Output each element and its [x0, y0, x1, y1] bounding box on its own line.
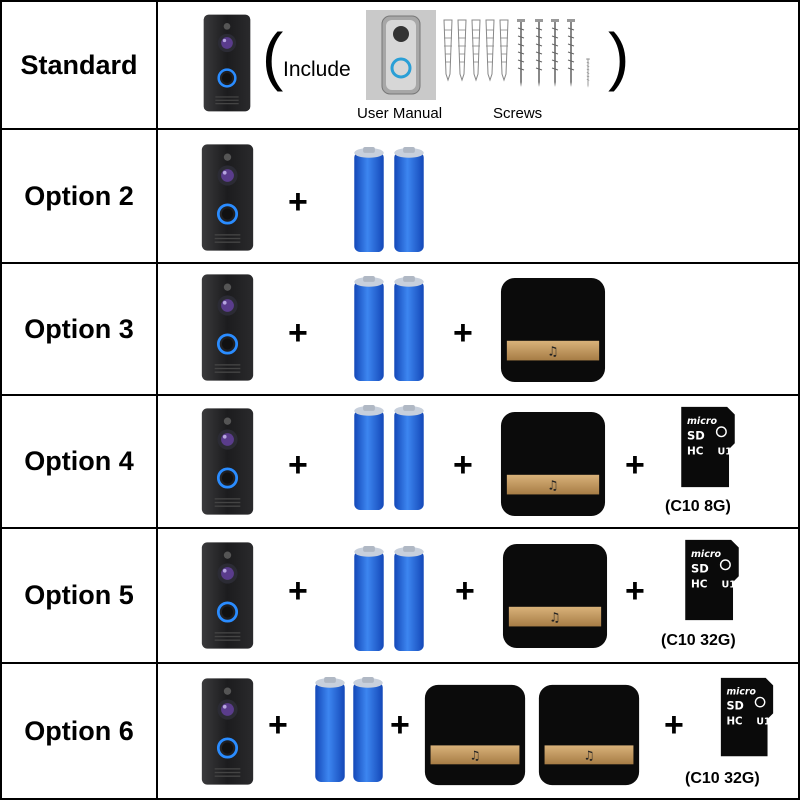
sd-card-caption: (C10 32G)	[661, 632, 736, 649]
plus-sign: +	[453, 314, 473, 352]
chime-receiver-icon	[497, 410, 609, 518]
chime-receiver-icon	[423, 680, 527, 790]
screws-label: Screws	[493, 105, 543, 122]
chime-receiver-icon	[499, 542, 611, 650]
battery-icon	[352, 404, 386, 512]
doorbell-icon	[200, 674, 255, 789]
close-paren: )	[608, 20, 630, 92]
battery-icon	[392, 545, 426, 653]
row-divider	[0, 0, 800, 2]
screws-icon	[443, 18, 591, 88]
sd-card-caption: (C10 8G)	[665, 498, 731, 515]
doorbell-icon	[200, 270, 255, 385]
plus-sign: +	[288, 314, 308, 352]
row-divider	[0, 662, 800, 664]
column-divider	[798, 0, 800, 800]
chime-receiver-icon	[537, 680, 641, 790]
plus-sign: +	[453, 446, 473, 484]
user-manual-icon	[366, 10, 436, 100]
battery-icon	[392, 404, 426, 512]
plus-sign: +	[288, 572, 308, 610]
plus-sign: +	[455, 572, 475, 610]
include-text: Include	[283, 58, 351, 81]
row-divider	[0, 527, 800, 529]
row-label-standard: Standard	[20, 49, 138, 80]
doorbell-icon	[200, 538, 255, 653]
row-label-option-5: Option 5	[24, 580, 134, 610]
microsd-card-icon	[716, 676, 778, 760]
doorbell-icon	[200, 140, 255, 255]
row-divider	[0, 128, 800, 130]
column-divider	[156, 0, 158, 800]
row-divider	[0, 394, 800, 396]
row-label-option-6: Option 6	[24, 715, 134, 746]
battery-icon	[313, 676, 347, 784]
row-divider	[0, 262, 800, 264]
plus-sign: +	[625, 572, 645, 610]
battery-icon	[352, 275, 386, 383]
microsd-card-icon	[676, 405, 740, 491]
battery-icon	[352, 545, 386, 653]
plus-sign: +	[288, 446, 308, 484]
plus-sign: +	[390, 706, 410, 744]
user-manual-label: User Manual	[357, 105, 443, 122]
battery-icon	[351, 676, 385, 784]
battery-icon	[392, 146, 426, 254]
microsd-card-icon	[680, 538, 744, 624]
sd-card-caption: (C10 32G)	[685, 770, 760, 787]
plus-sign: +	[288, 183, 308, 221]
plus-sign: +	[625, 446, 645, 484]
row-label-option-2: Option 2	[24, 180, 134, 211]
row-label-option-4: Option 4	[24, 446, 134, 476]
open-paren: (	[262, 20, 284, 92]
doorbell-icon	[202, 8, 252, 118]
plus-sign: +	[664, 706, 684, 744]
row-label-option-3: Option 3	[24, 313, 134, 344]
column-divider	[0, 0, 2, 800]
battery-icon	[392, 275, 426, 383]
plus-sign: +	[268, 706, 288, 744]
chime-receiver-icon	[497, 276, 609, 384]
battery-icon	[352, 146, 386, 254]
row-divider	[0, 798, 800, 800]
doorbell-icon	[200, 404, 255, 519]
